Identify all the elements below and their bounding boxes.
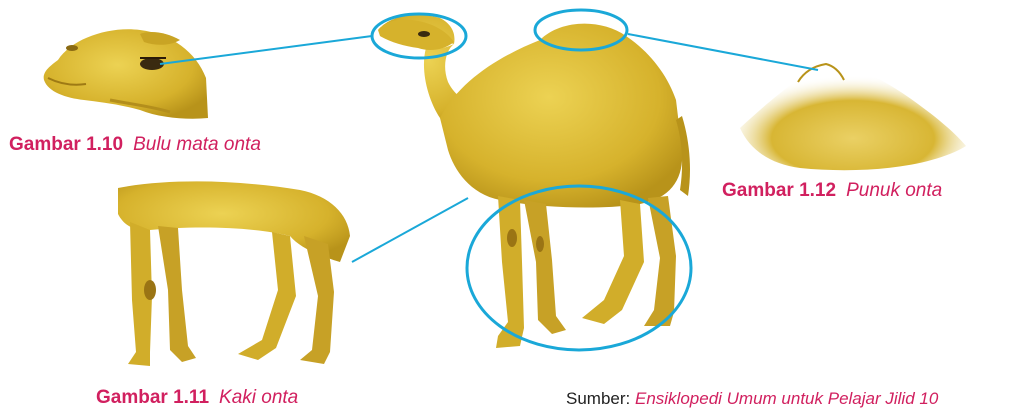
figure-description: Bulu mata onta <box>133 134 261 155</box>
camel-full <box>378 15 690 348</box>
caption-figure-1-10: Gambar 1.10 Bulu mata onta <box>9 134 261 156</box>
figure-number: Gambar 1.12 <box>722 180 836 201</box>
caption-figure-1-11: Gambar 1.11 Kaki onta <box>96 387 298 409</box>
caption-figure-1-12: Gambar 1.12 Punuk onta <box>722 180 942 202</box>
legs-highlight-circle <box>467 186 691 350</box>
camel-hump-closeup <box>740 64 966 170</box>
eyelash-leader-line <box>160 36 372 64</box>
figure-number: Gambar 1.11 <box>96 387 209 408</box>
camel-head-closeup <box>44 29 208 118</box>
source-title: Ensiklopedi Umum untuk Pelajar Jilid 10 <box>635 389 938 408</box>
source-prefix: Sumber: <box>566 389 630 408</box>
camel-legs-closeup <box>118 181 350 366</box>
figure-number: Gambar 1.10 <box>9 134 123 155</box>
legs-leader-line <box>352 198 468 262</box>
figure-description: Punuk onta <box>846 180 942 201</box>
source-credit: Sumber: Ensiklopedi Umum untuk Pelajar J… <box>566 389 938 409</box>
figure-description: Kaki onta <box>219 387 298 408</box>
